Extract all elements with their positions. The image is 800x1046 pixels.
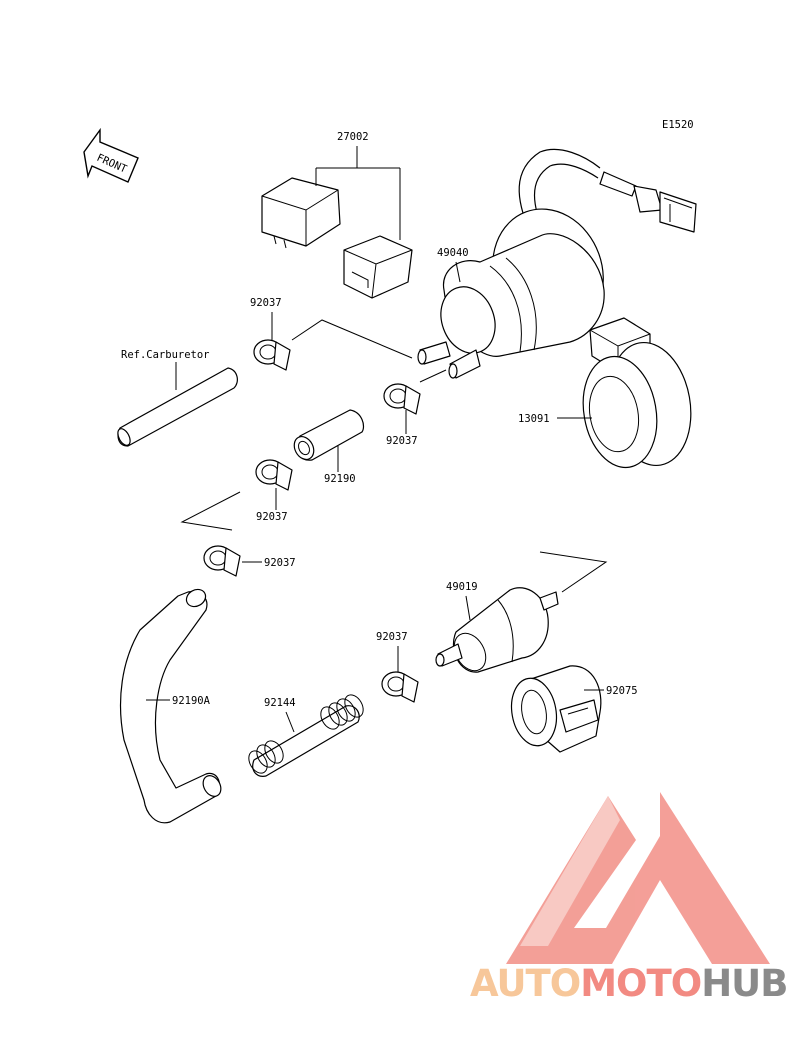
- label-92190A: 92190A: [172, 695, 211, 707]
- carburetor-hose: [117, 367, 238, 447]
- pump-band-13091: [582, 317, 692, 469]
- relay-27002: [261, 177, 413, 299]
- filter-band-92075: [510, 665, 602, 753]
- label-clamp-a: 92037: [250, 297, 282, 309]
- label-13091: 13091: [518, 413, 550, 425]
- watermark-logo: [506, 792, 770, 964]
- label-49019: 49019: [446, 581, 478, 593]
- clamp-e-92037: [381, 671, 419, 703]
- label-clamp-e: 92037: [376, 631, 408, 643]
- label-ref-carburetor: Ref.Carburetor: [121, 349, 210, 361]
- hose-long-92190A: [119, 588, 222, 824]
- clamp-d-92037: [203, 545, 241, 577]
- fuel-filter-49019: [435, 587, 559, 673]
- label-92075: 92075: [606, 685, 638, 697]
- clamp-a-92037: [253, 339, 291, 371]
- label-49040: 49040: [437, 247, 469, 259]
- label-clamp-c: 92037: [256, 511, 288, 523]
- label-27002: 27002: [337, 131, 369, 143]
- fuel-pump-49040: [417, 148, 697, 379]
- watermark-text: AUTOMOTOHUB: [470, 962, 800, 1005]
- label-92190: 92190: [324, 473, 356, 485]
- watermark-part2: MOTO: [580, 962, 702, 1005]
- diagram-code: E1520: [662, 119, 694, 131]
- watermark-part3: HUB: [701, 962, 788, 1005]
- clamp-b-92037: [383, 383, 421, 415]
- clamp-c-92037: [255, 459, 293, 491]
- label-clamp-b: 92037: [386, 435, 418, 447]
- spring-92144: [248, 694, 364, 777]
- watermark-part1: AUTO: [470, 962, 581, 1005]
- label-92144: 92144: [264, 697, 296, 709]
- hose-short-92190: [293, 409, 365, 461]
- label-clamp-d: 92037: [264, 557, 296, 569]
- front-arrow-icon: FRONT: [83, 127, 139, 183]
